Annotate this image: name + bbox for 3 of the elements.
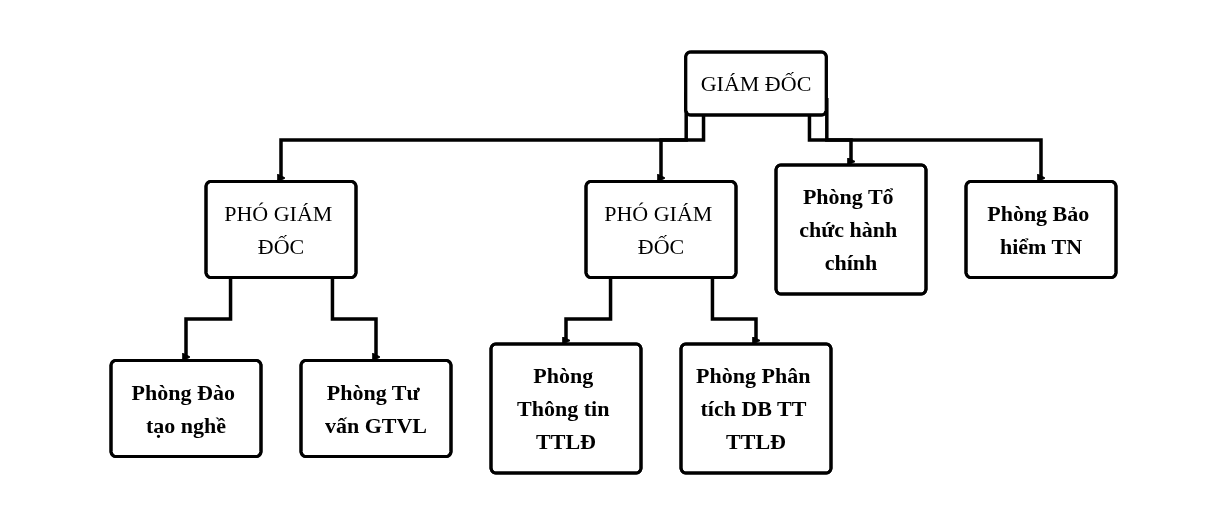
arrow: [330, 277, 381, 361]
arrow: [182, 277, 233, 361]
arrow: [657, 115, 706, 182]
